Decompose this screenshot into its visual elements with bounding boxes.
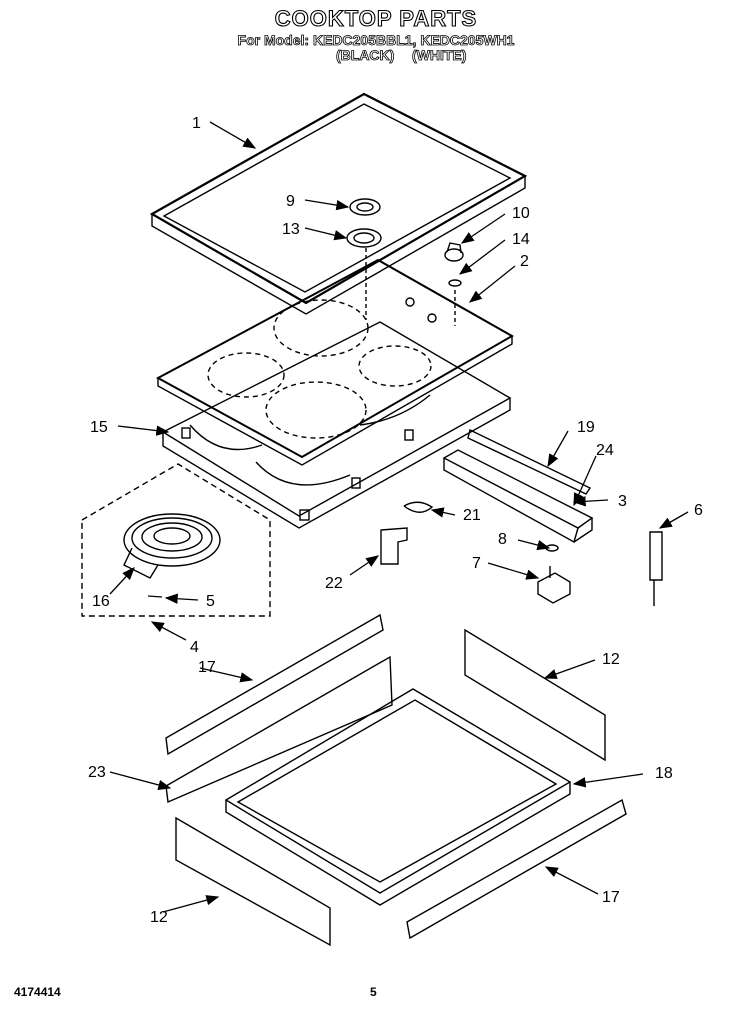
- glass-cooktop: [155, 258, 515, 466]
- model-line: For Model: KEDC205BBL1, KEDC205WH1: [237, 32, 515, 49]
- page-number: 5: [370, 985, 377, 999]
- callout-24: 24: [596, 442, 614, 459]
- callout-6: 6: [694, 502, 703, 519]
- callout-12-lower: 12: [150, 909, 168, 926]
- color-black-label: (BLACK): [336, 47, 395, 64]
- callout-10: 10: [512, 205, 530, 222]
- side-panel-right: [464, 628, 606, 762]
- callout-16: 16: [92, 593, 110, 610]
- page-title: COOKTOP PARTS: [274, 5, 478, 31]
- element-group-outline: [81, 463, 271, 617]
- control-panel-bracket: [442, 428, 594, 544]
- callout-4: 4: [190, 639, 199, 656]
- callout-13: 13: [282, 221, 300, 238]
- side-panel-left: [175, 816, 331, 947]
- callout-12-upper: 12: [602, 651, 620, 668]
- trim-front-upper: [165, 613, 384, 756]
- spacer-bracket: [380, 527, 408, 565]
- callout-2: 2: [520, 253, 529, 270]
- callout-8: 8: [498, 531, 507, 548]
- callout-21: 21: [463, 507, 481, 524]
- callout-17-upper: 17: [198, 659, 216, 676]
- doc-number: 4174414: [14, 985, 61, 999]
- callout-18: 18: [655, 765, 673, 782]
- knob-ring: [349, 198, 381, 216]
- cooktop-frame: [149, 92, 528, 315]
- trim-front-lower: [406, 798, 627, 940]
- burner-box: [161, 321, 512, 529]
- callout-9: 9: [286, 193, 295, 210]
- wire-clip: [403, 501, 434, 513]
- callout-17-lower: 17: [602, 889, 620, 906]
- callout-15: 15: [90, 419, 108, 436]
- rear-panel: [165, 655, 393, 804]
- indicator-lamp: [649, 531, 663, 606]
- callout-7: 7: [472, 555, 481, 572]
- color-white-label: (WHITE): [412, 47, 467, 64]
- drip-tray: [224, 688, 572, 906]
- callout-19: 19: [577, 419, 595, 436]
- callout-14: 14: [512, 231, 530, 248]
- callout-3: 3: [618, 493, 627, 510]
- callout-5: 5: [206, 593, 215, 610]
- radiant-element: [123, 513, 221, 579]
- callout-1: 1: [192, 115, 201, 132]
- gasket-ring: [346, 228, 382, 248]
- infinite-switch: [537, 566, 571, 604]
- control-knob: [444, 242, 464, 262]
- callout-22: 22: [325, 575, 343, 592]
- callout-23: 23: [88, 764, 106, 781]
- washer: [448, 279, 462, 287]
